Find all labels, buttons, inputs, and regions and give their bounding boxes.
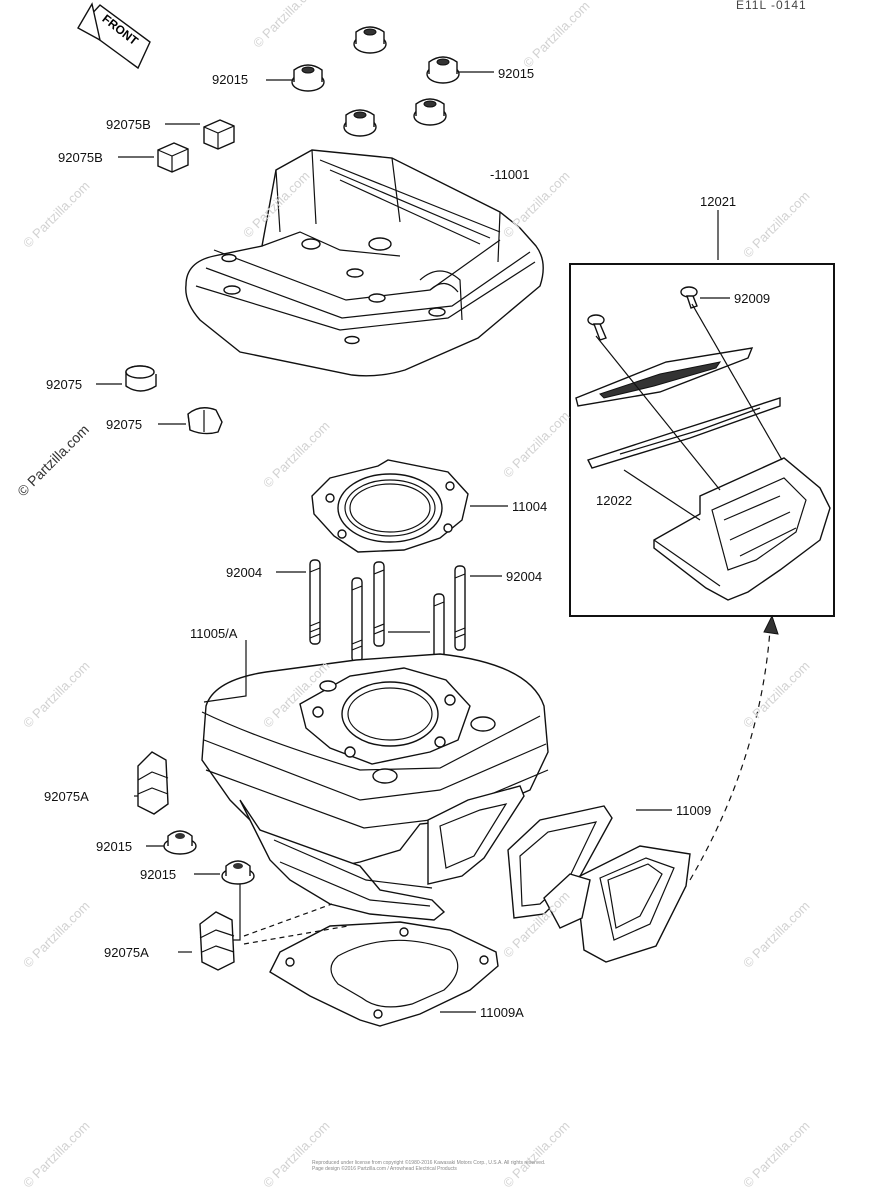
leader-lines: [96, 71, 783, 1013]
label-92075b: 92075B: [58, 150, 103, 165]
reed-valve: [427, 785, 691, 963]
footer-line-2: Page design ©2016 Partzilla.com / Arrowh…: [312, 1166, 457, 1172]
reed-screws: [587, 286, 698, 341]
label-92075a: 92075A: [44, 789, 89, 804]
label-92075: 92075: [46, 377, 83, 392]
flange-nut-1: [163, 830, 197, 855]
damper-block-2: [157, 142, 189, 173]
label-92004: 92004: [226, 565, 263, 580]
reed-cage: [653, 457, 831, 601]
label-92015: 92015: [498, 66, 535, 81]
label-92015: 92015: [140, 867, 177, 882]
label-11009a: 11009A: [480, 1005, 524, 1020]
label-11004: 11004: [512, 499, 548, 514]
label-92004: 92004: [506, 569, 543, 584]
flange-nut-2: [221, 860, 255, 885]
footer-line-1: Reproduced under license from copyright …: [312, 1160, 546, 1166]
label-92075a: 92075A: [104, 945, 149, 960]
cap-nut-top-3: [426, 56, 460, 84]
label-11009: 11009: [676, 803, 712, 818]
label-92075: 92075: [106, 417, 143, 432]
damper-block-a-1: [137, 751, 169, 815]
label-92015: 92015: [212, 72, 249, 87]
cap-nut-top-1: [353, 26, 387, 54]
damper-block-1: [203, 119, 235, 150]
footer-copyright: Reproduced under license from copyright …: [312, 1160, 545, 1172]
damper-block-a-2: [199, 911, 235, 971]
damper-round-2: [187, 407, 223, 435]
cap-nut-top-5: [413, 98, 447, 126]
cap-nut-top-2: [291, 64, 325, 92]
head-gasket: [311, 459, 469, 553]
label-11005a: 11005/A: [190, 626, 238, 641]
cylinder-head: [185, 149, 544, 377]
diagram-code: E11L -0141: [736, 0, 807, 12]
label-92075b: 92075B: [106, 117, 151, 132]
reed-stopper: [575, 347, 754, 407]
base-gasket: [269, 921, 499, 1027]
reed-valve-kit-box: [569, 263, 835, 617]
damper-round-1: [125, 365, 157, 392]
label-12022: 12022: [596, 493, 633, 508]
label-11001: -11001: [490, 167, 530, 182]
label-92009: 92009: [734, 291, 771, 306]
label-92015: 92015: [96, 839, 133, 854]
label-12021: 12021: [700, 194, 737, 209]
cap-nut-top-4: [343, 109, 377, 137]
